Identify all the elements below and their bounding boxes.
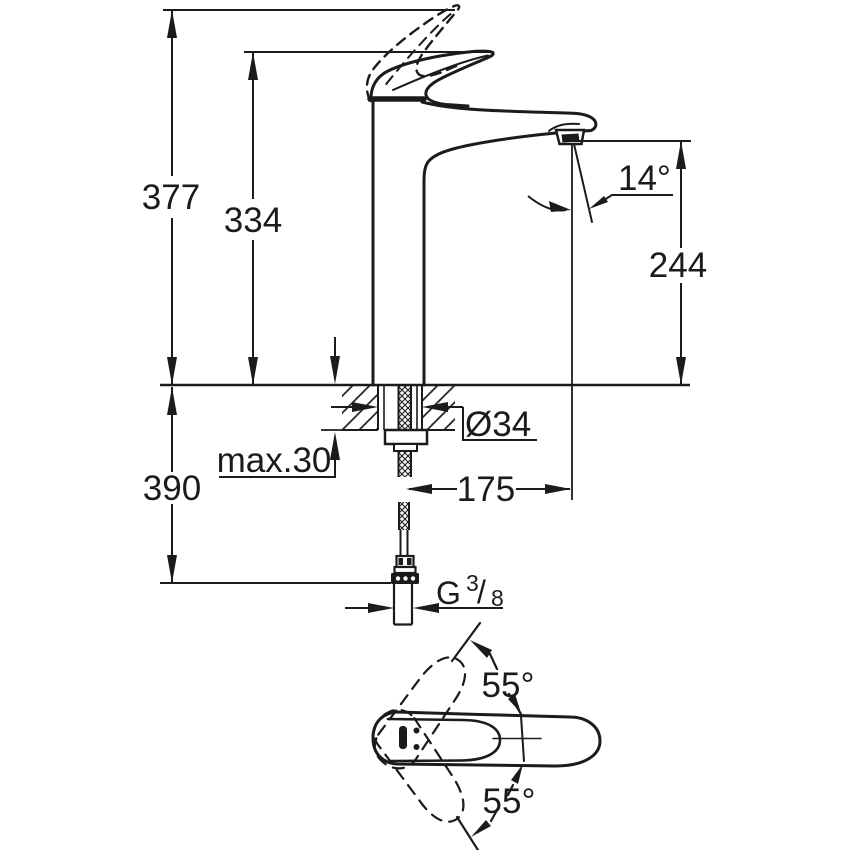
arrowhead (471, 820, 491, 837)
deck-hole-edges (377, 386, 423, 430)
arrowhead (676, 141, 686, 169)
arrowhead (248, 52, 258, 80)
spout-underside-and-right-edge (422, 131, 558, 387)
swivel-angle-annotations (450, 621, 525, 850)
hole-diameter-label: Ø34 (465, 405, 531, 444)
connector-mark-left (398, 558, 403, 565)
dim-deck-thickness (219, 337, 340, 478)
arrowhead (352, 402, 378, 412)
arrowhead (676, 357, 686, 385)
arrowhead (406, 484, 432, 494)
swivel-angle-top-label: 55° (482, 666, 535, 705)
outlet-height-label: 244 (649, 246, 707, 285)
arrowhead (413, 603, 439, 613)
swivel-angle-bottom-label: 55° (483, 782, 536, 821)
thread-letter-label: G (436, 575, 461, 611)
deck-thickness-label: max.30 (217, 441, 332, 480)
handle-outline-top (386, 717, 502, 763)
overall-height-label: 377 (142, 178, 200, 217)
nut-highlight (403, 576, 408, 581)
dim-outlet-height (573, 140, 691, 385)
handle-indicator-bar (399, 726, 407, 749)
label-leader-box (447, 406, 537, 441)
dim-thread-size (345, 603, 503, 613)
angle-measure-line-down (489, 783, 515, 823)
nut-highlight (395, 576, 401, 581)
dim-length-below-deck (160, 387, 391, 584)
dim-hole-diameter (331, 402, 537, 441)
aerator-housing-line (548, 122, 580, 132)
dim-spout-reach (406, 144, 573, 500)
arrowhead (167, 555, 177, 583)
height-to-spout-label: 334 (224, 201, 282, 240)
hose-neck (399, 530, 409, 556)
thread-numerator-label: 3 (466, 570, 479, 596)
handle-indicator-dot (413, 727, 420, 734)
arrowhead (167, 357, 177, 385)
arrowhead (545, 484, 571, 494)
arrowhead (422, 402, 448, 412)
length-below-deck-label: 390 (143, 469, 201, 508)
flex-hose-braid (399, 502, 409, 530)
arrowhead (248, 357, 258, 385)
faucet-side-view (347, 2, 598, 387)
supply-assembly (383, 386, 429, 626)
swivel-axis-line-up (450, 621, 482, 663)
spout-angle-label: 14° (618, 159, 671, 198)
connector-mark-right (407, 558, 412, 565)
mounting-nut (383, 428, 429, 446)
nut-highlight (410, 576, 416, 581)
dim-height-to-spout (244, 51, 494, 385)
handle-indicator-dot (413, 744, 420, 750)
thread-slash-label: / (477, 574, 486, 610)
arrowhead (167, 387, 177, 415)
lever-handle-raised-dashed (347, 2, 484, 110)
connector-collar (393, 565, 417, 575)
spout-reach-label: 175 (457, 470, 515, 509)
faucet-top-view (364, 621, 602, 850)
arrowhead (330, 356, 340, 384)
arrowhead (470, 640, 492, 658)
arrowhead (167, 10, 177, 38)
dim-spout-angle (527, 194, 673, 212)
swivel-axis-line-down (455, 815, 480, 850)
arrowhead (330, 432, 340, 460)
flex-hose-edges (398, 502, 410, 530)
connection-tail-pipe (392, 584, 414, 626)
arrowhead (549, 201, 571, 212)
shank-tube-walls (383, 386, 418, 430)
arrowhead (511, 764, 523, 784)
dimension-labels: 377 334 244 390 max.30 Ø34 175 14° G 3 /… (142, 159, 707, 821)
arrowhead (368, 603, 394, 613)
water-stream-angle-line (573, 143, 593, 223)
dimension-annotations (160, 9, 691, 613)
arrowhead (589, 196, 608, 209)
arrowhead (508, 694, 521, 713)
thread-denominator-label: 8 (491, 585, 504, 611)
dim-overall-height (163, 9, 455, 385)
mounting-nut-step (393, 443, 418, 452)
spout-top-edge (420, 100, 598, 133)
measure-line-through-handle (520, 715, 525, 762)
